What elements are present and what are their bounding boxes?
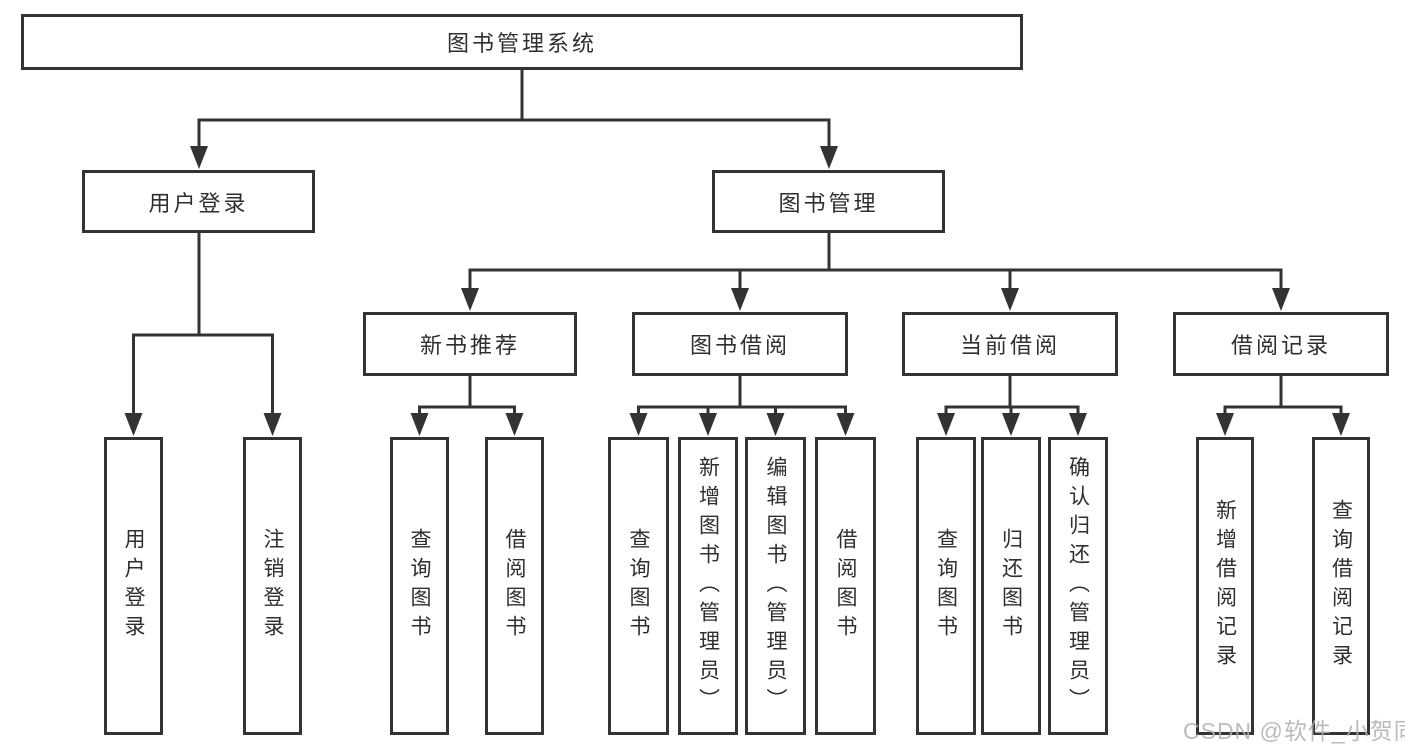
node-label: 当前借阅 [959, 333, 1060, 358]
node-borrowing-records: 借阅记录 [1173, 312, 1389, 376]
leaf-logout: 注销登录 [243, 437, 302, 735]
leaf-return-books: 归还图书 [981, 437, 1041, 735]
leaf-borrow-books-2: 借阅图书 [815, 437, 876, 735]
node-label: 借阅图书 [834, 528, 858, 644]
node-user-login: 用户登录 [82, 170, 315, 233]
leaf-add-borrow-record: 新增借阅记录 [1196, 437, 1254, 735]
node-label: 查询图书 [934, 528, 958, 644]
node-library-management-system: 图书管理系统 [21, 14, 1023, 70]
leaf-edit-books-admin: 编辑图书（管理员） [745, 437, 806, 735]
node-label: 用户登录 [122, 528, 146, 644]
node-label: 注销登录 [261, 528, 285, 644]
csdn-watermark: CSDN @软件_小贺同学 [1183, 718, 1405, 744]
node-label: 新增借阅记录 [1213, 499, 1237, 673]
node-label: 查询借阅记录 [1329, 499, 1353, 673]
node-new-book-recommend: 新书推荐 [363, 312, 577, 376]
node-label: 图书借阅 [689, 333, 790, 358]
node-label: 新增图书（管理员） [696, 455, 720, 717]
arrowheads [124, 146, 1350, 436]
node-label: 确认归还（管理员） [1066, 455, 1090, 717]
leaf-user-login: 用户登录 [104, 437, 163, 735]
node-label: 借阅图书 [503, 528, 527, 644]
node-book-management: 图书管理 [712, 170, 945, 233]
node-label: 编辑图书（管理员） [764, 455, 788, 717]
leaf-add-books-admin: 新增图书（管理员） [678, 437, 738, 735]
node-label: 用户登录 [148, 190, 249, 216]
leaf-query-books-2: 查询图书 [608, 437, 669, 735]
node-current-borrowing: 当前借阅 [902, 312, 1118, 376]
node-label: 归还图书 [999, 528, 1023, 644]
node-label: 新书推荐 [419, 333, 520, 358]
node-label: 查询图书 [408, 528, 432, 644]
node-book-borrowing: 图书借阅 [632, 312, 848, 376]
leaf-borrow-books-1: 借阅图书 [485, 437, 544, 735]
node-label: 图书管理系统 [446, 31, 597, 56]
leaf-query-borrow-record: 查询借阅记录 [1312, 437, 1370, 735]
leaf-query-books-3: 查询图书 [916, 437, 976, 735]
node-label: 借阅记录 [1230, 333, 1331, 358]
node-label: 图书管理 [778, 190, 879, 216]
leaf-query-books-1: 查询图书 [390, 437, 449, 735]
node-label: 查询图书 [627, 528, 651, 644]
leaf-confirm-return-admin: 确认归还（管理员） [1048, 437, 1108, 735]
